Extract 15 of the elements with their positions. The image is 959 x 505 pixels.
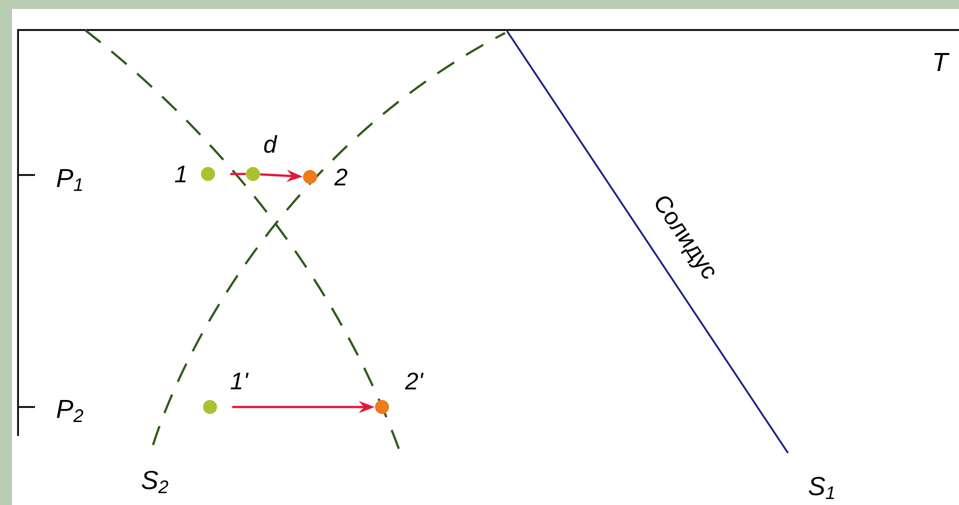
point-label: 2'	[404, 372, 424, 390]
point-label: 2	[334, 168, 348, 186]
point-marker	[303, 170, 317, 184]
curve-label: S$_{2}$	[142, 470, 168, 494]
point-label: 1'	[230, 372, 249, 390]
axis-label: P$_{1}$	[56, 169, 82, 191]
axis-label: P$_{2}$	[56, 400, 84, 422]
point-marker	[201, 167, 215, 181]
point-label: d	[264, 135, 278, 153]
point-marker	[375, 400, 389, 414]
curve-label: S$_{1}$	[808, 476, 834, 500]
point-label: 1	[174, 166, 186, 182]
axis-label: T	[934, 53, 950, 71]
point-marker	[203, 400, 217, 414]
point-marker	[246, 167, 260, 181]
